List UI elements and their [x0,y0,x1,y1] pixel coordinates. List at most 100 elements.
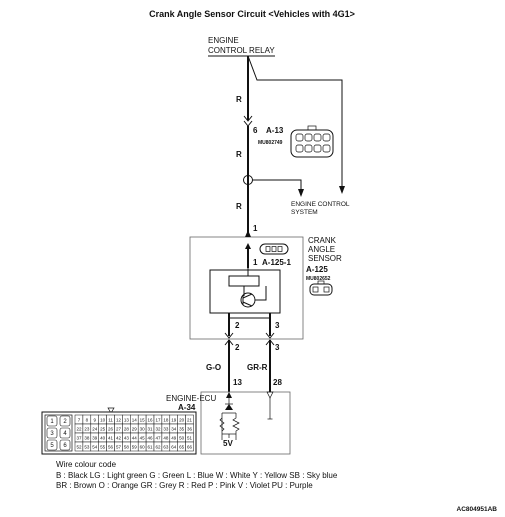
ecu-pin-number: 63 [163,444,169,449]
arrow-up-icon [226,392,232,398]
ecu-cluster-cell [59,427,71,439]
sensor-pin-3: 3 [275,321,280,330]
relay-branch-line [247,55,343,192]
ecu-cluster-cell [46,415,58,427]
legend-line-1: B : Black LG : Light green G : Green L :… [56,471,338,480]
relay-label-line1: ENGINE [208,36,239,45]
ecu-pin-number: 17 [155,417,161,422]
ecu-cluster-cell [46,427,58,439]
ecu-pin-number: 61 [148,444,154,449]
sensor-output-line [255,286,267,301]
diagram-title: Crank Angle Sensor Circuit <Vehicles wit… [149,9,355,19]
ecu-pin-number: 39 [92,435,98,440]
ecu-pin-number: 62 [155,444,161,449]
ecu-pin-number: 22 [76,426,82,431]
ecu-pin-number: 28 [124,426,130,431]
a125-connector-icon [309,280,333,296]
sensor-label-line2: ANGLE [308,245,335,254]
ecu-pin-number: 54 [92,444,98,449]
arrow-up-icon [245,243,251,249]
arrow-down-icon [266,391,274,399]
ecu-pin-number: 64 [171,444,177,449]
crank-angle-sensor-box [189,236,304,340]
ecu-pin-number: 38 [84,435,90,440]
ecu-pin-number: 57 [116,444,122,449]
ecu-pin-number: 32 [155,426,161,431]
ecu-cluster-number: 6 [63,443,67,449]
ecu-5v-label: 5V [223,439,233,448]
ecu-pin-number: 34 [171,426,177,431]
ecu-pin-number: 55 [100,444,106,449]
ecu-pin-number: 29 [132,426,138,431]
wire-label-r-top: R [236,95,242,104]
ecu-pin-number: 18 [163,417,169,422]
ecu-pin-number: 43 [124,435,130,440]
a125-part-number: MU802652 [306,276,331,282]
ecu-cluster-number: 2 [63,419,67,425]
ecu-connector-label: A-34 [178,403,196,412]
connector-chevron-icon [243,115,253,122]
ecu-pin-number: 58 [124,444,130,449]
ecu-pin-number: 37 [76,435,82,440]
sensor-inner-module [209,269,281,314]
ecu-pin-number: 23 [84,426,90,431]
a13-pin-label: 6 [253,126,258,135]
a125-1-connector-icon [259,243,289,255]
ecu-pin-number: 53 [84,444,90,449]
ecu-pin-number: 59 [132,444,138,449]
ecu-pin-number: 44 [132,435,138,440]
ecu-pin-number: 16 [148,417,154,422]
ecu-pin-number: 20 [179,417,185,422]
ecu-cluster-number: 5 [50,443,54,449]
harness-pin-3: 3 [275,343,280,352]
ecu-pin-number: 31 [148,426,154,431]
sensor-element [228,275,260,287]
diode-icon [225,404,233,410]
ecu-pin-number: 52 [76,444,82,449]
engine-ecu-box [200,391,291,455]
ecu-pin-number: 13 [124,417,130,422]
ecu-pin-number: 56 [108,444,114,449]
a13-part-number: MU802749 [258,140,283,146]
ecu-pin-number: 46 [148,435,154,440]
sensor-pin-2: 2 [235,321,240,330]
ecu-pin-number: 12 [116,417,122,422]
ecu-cluster-cell [59,439,71,451]
resistor-icon [232,413,240,440]
ecu-cluster-cell [46,439,58,451]
ecu-cluster-number: 4 [63,431,67,437]
ecs-branch-line [252,179,302,195]
ecu-pin-number: 19 [171,417,177,422]
ecu-pin-number: 35 [179,426,185,431]
ecu-pin-number: 41 [108,435,114,440]
arrow-down-icon [339,186,345,194]
ecu-pin-number: 45 [140,435,146,440]
ecu-pin-cell [185,441,194,452]
ecu-pin-number: 11 [108,417,113,422]
junction-label: 1 [247,179,250,184]
ecu-pin-number: 49 [171,435,177,440]
ecu-pin-number: 60 [140,444,146,449]
ecu-pin-number: 65 [179,444,185,449]
a125-1-connector-label: A-125-1 [262,258,291,267]
diagram-code: AC804951AB [457,506,498,513]
transistor-emitter [242,301,253,307]
ecu-pin-number: 25 [100,426,106,431]
legend-heading: Wire colour code [56,460,117,469]
ecu-cluster-number: 3 [50,431,54,437]
sensor-label-line3: SENSOR [308,254,342,263]
relay-label-line2: CONTROL RELAY [208,46,275,55]
ecu-pin-number: 26 [108,426,114,431]
ecu-pin-number: 33 [163,426,169,431]
wire-label-g-o: G-O [206,363,221,372]
ecu-cluster-cell [59,415,71,427]
ecu-pin-number: 42 [116,435,122,440]
ecu-pin-number: 27 [116,426,122,431]
transistor-collector [242,293,253,299]
ecu-pin-number: 30 [140,426,146,431]
a13-connector-label: A-13 [266,126,284,135]
ecu-label: ENGINE-ECU [166,394,216,403]
arrow-down-icon [298,189,304,197]
ecu-cluster-number: 1 [50,419,54,425]
